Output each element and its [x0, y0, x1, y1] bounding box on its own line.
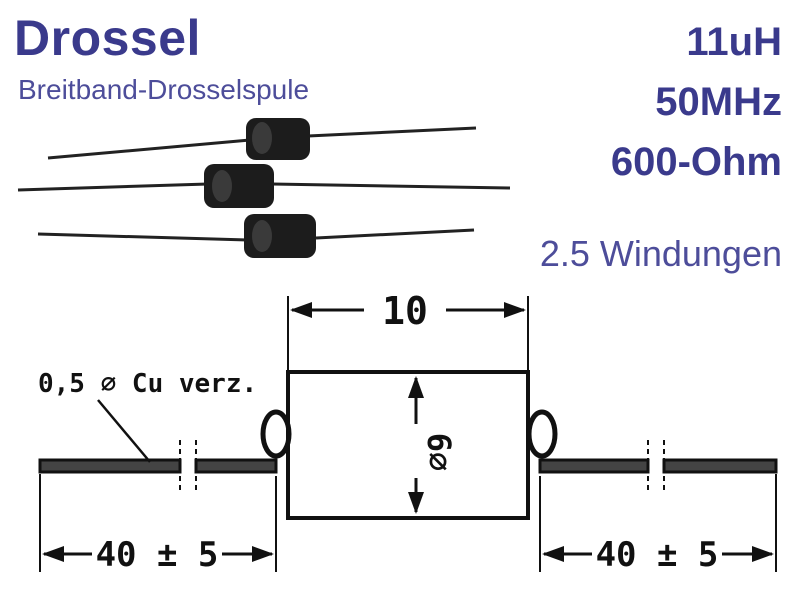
lead-left-label: 40 ± 5 [96, 535, 219, 575]
choke-photo [17, 118, 511, 258]
dimension-diameter [408, 376, 424, 514]
dimension-lead-right [542, 546, 774, 562]
wire-leader [97, 399, 151, 463]
choke-photo-2 [17, 164, 511, 208]
dimension-lead-left [42, 546, 274, 562]
choke-photo-1 [47, 118, 477, 160]
spec-windings: 2.5 Windungen [539, 233, 782, 274]
spec-list: 11uH 50MHz 600-Ohm [611, 12, 782, 192]
choke-body [286, 370, 530, 520]
choke-photo-3 [37, 214, 475, 258]
lead-right-label: 40 ± 5 [596, 535, 719, 575]
lead-left [38, 440, 278, 494]
product-subtitle: Breitband-Drosselspule [18, 74, 310, 105]
dimension-length [290, 302, 526, 318]
spec-frequency: 50MHz [655, 80, 782, 124]
diameter-label: 6⌀ [420, 433, 458, 472]
length-label: 10 [382, 289, 428, 333]
technical-drawing [38, 296, 778, 572]
spec-inductance: 11uH [686, 20, 782, 64]
spec-impedance: 600-Ohm [610, 140, 782, 184]
winding-loop-left [260, 409, 292, 459]
wire-label: 0,5 ⌀ Cu verz. [38, 369, 257, 399]
product-title: Drossel [14, 10, 201, 66]
lead-right [538, 440, 778, 494]
winding-loop-right [526, 409, 558, 459]
